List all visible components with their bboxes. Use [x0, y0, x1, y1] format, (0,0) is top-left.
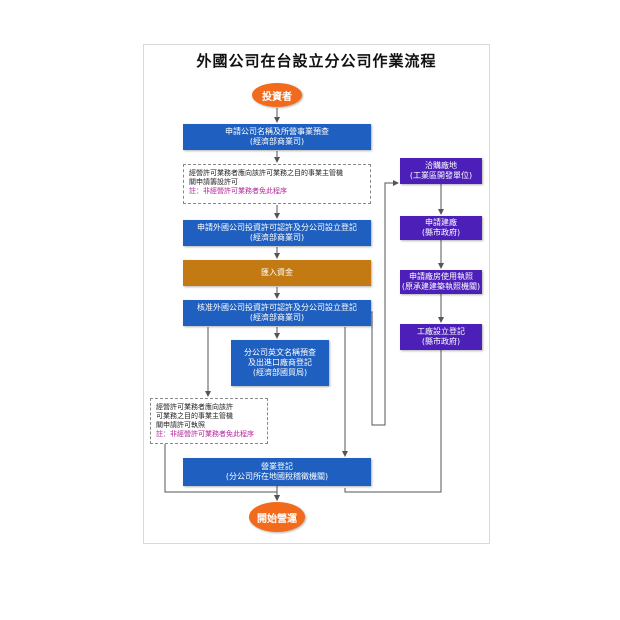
factory-reg-line2: (縣市政府) [421, 337, 461, 346]
apply-investment-line1: 申請外國公司投資許可認許及分公司設立登記 [197, 223, 357, 232]
note1-warning: 註：非經營許可業務者免此程序 [189, 187, 287, 195]
investor-label: 投資者 [262, 91, 292, 103]
note1-line1: 經營許可業務者應向該許可業務之目的事業主管機 [189, 169, 343, 177]
approve-line1: 核准外國公司投資許可認許及分公司設立登記 [197, 303, 357, 312]
permit-note-2: 經營許可業務者應向該許 可業務之目的事業主管機 關申請許可執照 註：非經營許可業… [150, 398, 268, 444]
note1-line2: 關申請籌設許可 [189, 178, 238, 186]
remit-label: 匯入資金 [261, 268, 293, 277]
arrow-factory-to-business [344, 350, 442, 493]
approve-line2: (經濟部商業司) [249, 313, 305, 322]
business-registration-box: 營業登記 (分公司所在地國稅稽徵機關) [183, 458, 371, 486]
land-purchase-box: 洽購廠地 (工業區開發單位) [400, 158, 482, 184]
use-license-line2: (原承建建築執照機關) [401, 282, 481, 291]
factory-reg-line1: 工廠設立登記 [417, 327, 465, 336]
build-line1: 申請建廠 [425, 218, 457, 227]
business-reg-line2: (分公司所在地國稅稽徵機關) [225, 472, 329, 481]
start-operation-oval: 開始營運 [249, 502, 305, 532]
note2-line1: 經營許可業務者應向該許 [156, 403, 233, 411]
english-name-box: 分公司英文名稱預查 及出進口廠商登記 (經濟部國貿局) [231, 340, 329, 386]
apply-name-line2: (經濟部商業司) [249, 137, 305, 146]
english-name-line2: 及出進口廠商登記 [248, 358, 312, 367]
use-license-box: 申請廠房使用執照 (原承建建築執照機關) [400, 270, 482, 294]
business-reg-line1: 營業登記 [261, 462, 293, 471]
build-line2: (縣市政府) [421, 228, 461, 237]
use-license-line1: 申請廠房使用執照 [409, 272, 473, 281]
start-investor-oval: 投資者 [252, 83, 302, 107]
note2-line3: 關申請許可執照 [156, 421, 205, 429]
note2-warning: 註：非經營許可業務者免此程序 [156, 430, 254, 438]
apply-investment-box: 申請外國公司投資許可認許及分公司設立登記 (經濟部商業司) [183, 220, 371, 246]
note2-line2: 可業務之目的事業主管機 [156, 412, 233, 420]
english-name-line1: 分公司英文名稱預查 [244, 348, 316, 357]
approve-box: 核准外國公司投資許可認許及分公司設立登記 (經濟部商業司) [183, 300, 371, 326]
land-line1: 洽購廠地 [425, 161, 457, 170]
start-operation-label: 開始營運 [257, 513, 297, 525]
land-line2: (工業區開發單位) [409, 171, 473, 180]
apply-name-line1: 申請公司名稱及所營事業預查 [225, 127, 329, 136]
diagram-title: 外國公司在台設立分公司作業流程 [196, 52, 437, 70]
english-name-line3: (經濟部國貿局) [252, 368, 308, 377]
permit-note-1: 經營許可業務者應向該許可業務之目的事業主管機 關申請籌設許可 註：非經營許可業務… [183, 164, 371, 204]
build-apply-box: 申請建廠 (縣市政府) [400, 216, 482, 240]
apply-name-box: 申請公司名稱及所營事業預查 (經濟部商業司) [183, 124, 371, 150]
factory-registration-box: 工廠設立登記 (縣市政府) [400, 324, 482, 350]
apply-investment-line2: (經濟部商業司) [249, 233, 305, 242]
remit-funds-box: 匯入資金 [183, 260, 371, 286]
